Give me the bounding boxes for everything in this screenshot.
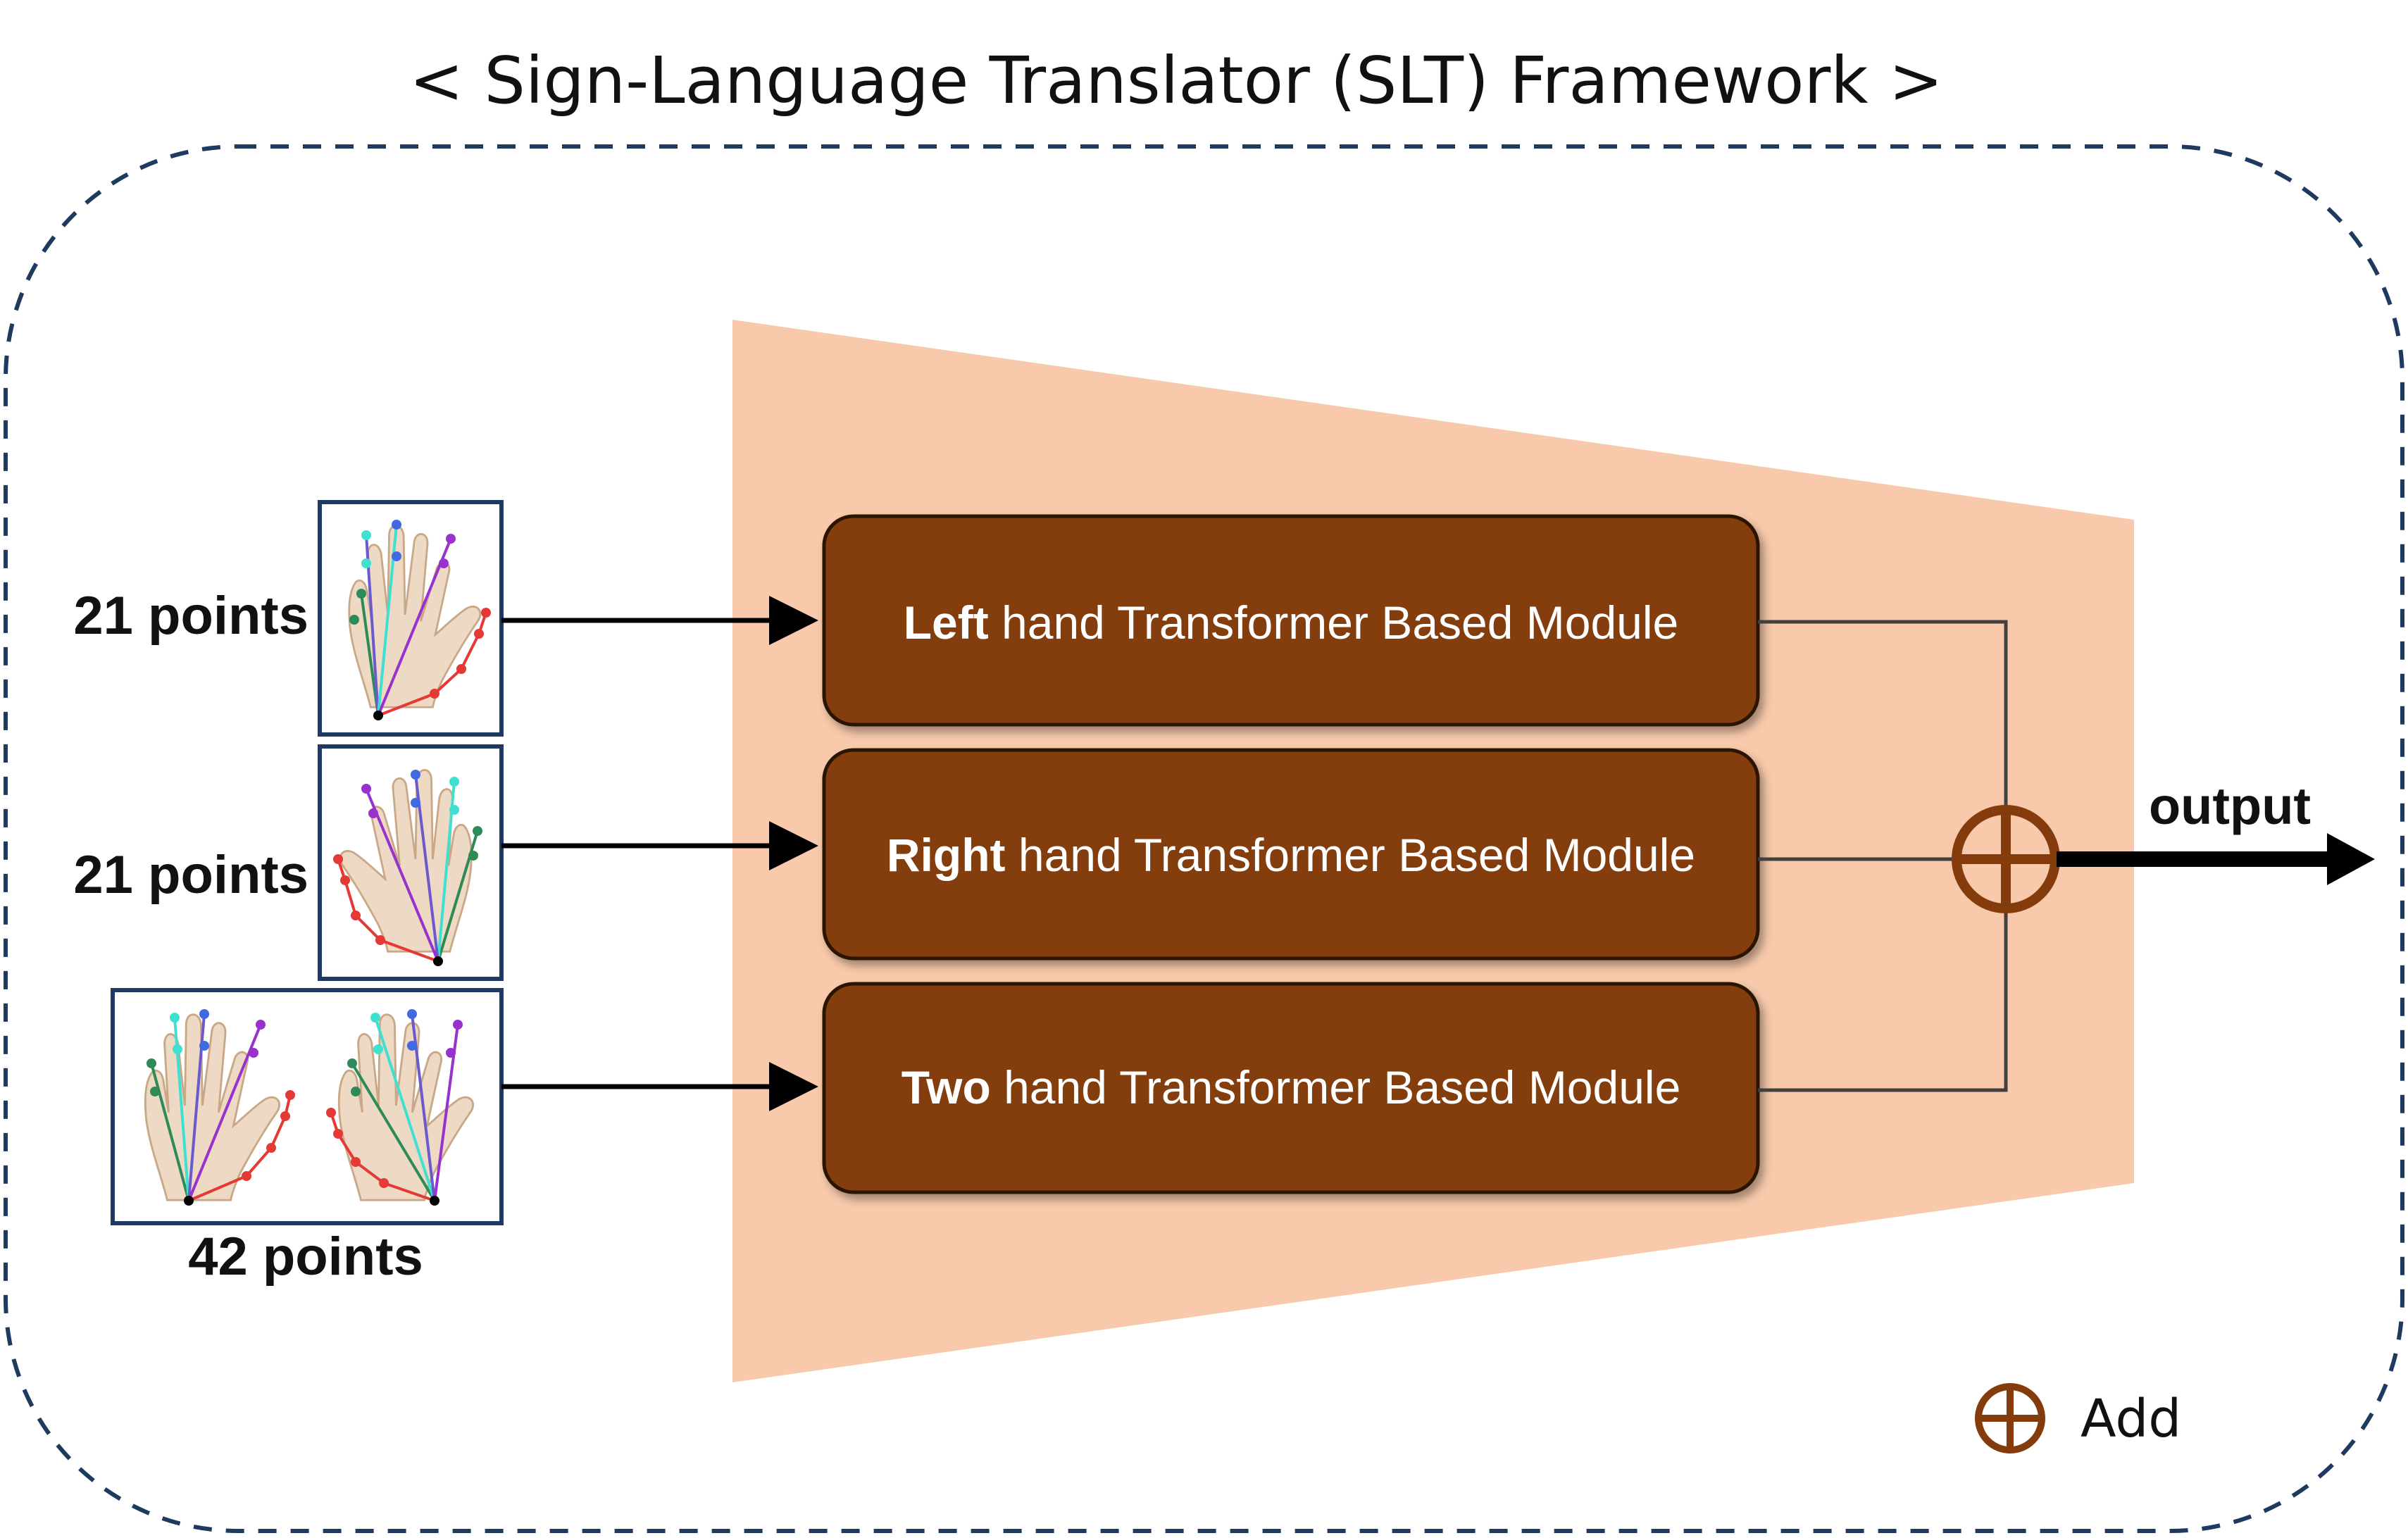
svg-text:Left hand Transformer Based Mo: Left hand Transformer Based Module: [904, 596, 1679, 649]
legend-add-label: Add: [2081, 1389, 2181, 1449]
two-hand-module: Two hand Transformer Based Module: [822, 982, 1760, 1194]
page-title: < Sign-Language Translator (SLT) Framewo…: [409, 43, 1943, 118]
two-hand-module-label: hand Transformer Based Module: [991, 1061, 1681, 1113]
svg-text:Two hand Transformer Based Mod: Two hand Transformer Based Module: [902, 1061, 1681, 1113]
left-hand-module: Left hand Transformer Based Module: [822, 514, 1760, 727]
right-hand-module-bold-label: Right: [887, 829, 1006, 881]
left-hand-keypoints-icon: [348, 520, 491, 720]
right-hand-module: Right hand Transformer Based Module: [822, 748, 1760, 961]
input-label-two: 42 points: [188, 1227, 423, 1287]
left-hand-module-bold-label: Left: [904, 596, 989, 649]
left-hand-thumbnail: [318, 500, 504, 737]
input-label-right: 21 points: [73, 845, 308, 905]
right-hand-keypoints-icon: [333, 768, 482, 966]
framework-boundary: [4, 144, 2404, 1533]
two-hand-keypoints-icon: [144, 1009, 475, 1206]
legend-add-icon: [1975, 1383, 2045, 1453]
legend: Add: [1975, 1383, 2181, 1453]
input-label-left: 21 points: [73, 586, 308, 646]
two-hand-module-bold-label: Two: [902, 1061, 991, 1113]
svg-text:Right hand Transformer Based M: Right hand Transformer Based Module: [887, 829, 1695, 881]
output-arrow: [2057, 833, 2375, 885]
right-hand-module-label: hand Transformer Based Module: [1006, 829, 1696, 881]
add-node: [1952, 805, 2060, 913]
module-connectors: [1758, 620, 2008, 1092]
output-label: output: [2149, 777, 2311, 835]
two-hand-thumbnail: [111, 988, 504, 1225]
right-hand-thumbnail: [318, 744, 504, 981]
left-hand-module-label: hand Transformer Based Module: [989, 596, 1679, 649]
